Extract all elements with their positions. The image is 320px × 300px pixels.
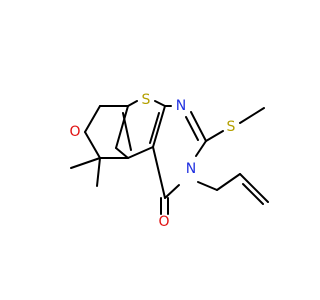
bond-c2-n-allyl <box>195 140 207 157</box>
atom-label-s-methyl: S <box>227 119 236 135</box>
bond-c7a-s <box>127 100 138 107</box>
bond-n-allyl-c4 <box>164 184 180 199</box>
bond-allyl-ch-ch2 <box>239 173 269 203</box>
bond-o-cme2 <box>84 131 101 159</box>
atom-label-n-top: N <box>176 98 186 114</box>
bond-c8a-c4a <box>152 105 166 148</box>
bond-c4-c4a <box>152 146 166 199</box>
bond-c3a-c7a-double <box>122 112 132 151</box>
bond-c7a-c3a <box>115 105 129 149</box>
bond-allyl-ch2-ch <box>216 173 241 191</box>
bond-allyl-ch-ch2-double <box>242 183 264 205</box>
bond-c4a-c3a <box>127 146 154 159</box>
molecule-structure-diagram: S N S O N O <box>69 92 269 230</box>
atom-label-s-ring: S <box>142 92 151 108</box>
atom-label-n-allyl: N <box>186 161 196 177</box>
bond-ch2-o-ring <box>84 105 101 133</box>
bond-c8a-c4a-double <box>149 112 160 144</box>
bond-methyl-1 <box>70 157 101 169</box>
bond-methyl-2 <box>96 157 101 187</box>
atom-label-layer: S N S O N O <box>69 92 235 230</box>
bond-n-top-c2-double <box>185 116 199 141</box>
atom-label-o-ring: O <box>69 124 80 140</box>
bond-s-c8a <box>154 100 166 107</box>
bond-c2-s-methyl <box>205 130 224 142</box>
bond-n-allyl-ch2 <box>197 181 218 191</box>
bond-ch2-c3a <box>115 147 129 159</box>
bond-s-methyl-ch3 <box>239 107 265 124</box>
bond-n-top-c2 <box>190 111 207 142</box>
atom-label-o-carbonyl: O <box>158 214 169 230</box>
bond-layer <box>70 100 269 215</box>
